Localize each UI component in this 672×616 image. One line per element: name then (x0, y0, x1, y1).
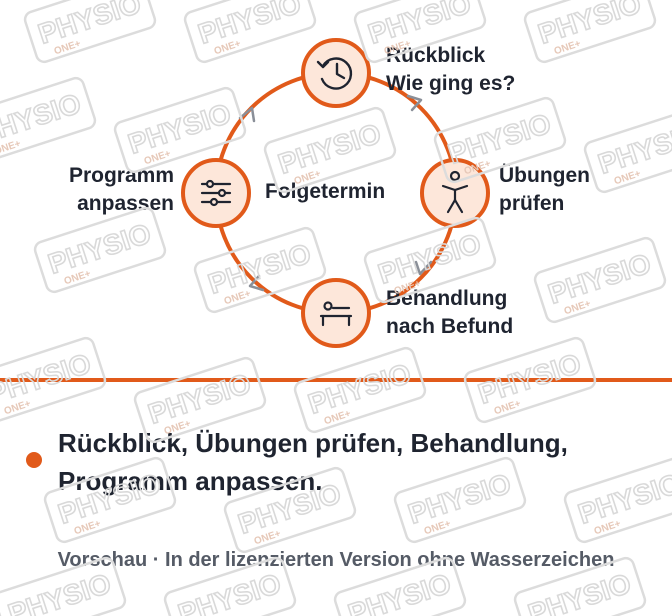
node-label-line: Übungen (499, 164, 590, 187)
node-label-uebungen: Übungen prüfen (499, 162, 590, 218)
summary-bullet-text: Rückblick, Übungen prüfen, Behandlung, P… (58, 428, 568, 496)
node-label-programm: Programm anpassen (40, 162, 174, 218)
node-label-line: Rückblick (386, 44, 486, 67)
bullet-dot-icon (26, 452, 42, 468)
node-label-line: prüfen (499, 192, 565, 215)
node-behandlung (301, 278, 371, 348)
node-label-line: anpassen (77, 192, 174, 215)
preview-note: Vorschau · In der lizenzierten Version o… (57, 549, 615, 571)
section-divider (0, 378, 672, 382)
history-icon (316, 57, 353, 90)
cycle-diagram: Folgetermin Rückblick Wie ging es? Übung… (40, 38, 590, 348)
node-label-line: Behandlung (386, 287, 508, 310)
sliders-icon (200, 179, 232, 207)
center-label: Folgetermin (265, 180, 386, 203)
node-uebungen (420, 158, 490, 228)
node-label-line: nach Befund (386, 315, 514, 338)
node-rueckblick (301, 38, 371, 108)
node-label-line: Wie ging es? (386, 72, 516, 95)
node-label-rueckblick: Rückblick Wie ging es? (386, 42, 515, 98)
arrow-1-icon (406, 94, 423, 112)
node-programm (181, 158, 251, 228)
node-label-behandlung: Behandlung nach Befund (386, 285, 513, 341)
node-label-line: Programm (68, 164, 174, 187)
